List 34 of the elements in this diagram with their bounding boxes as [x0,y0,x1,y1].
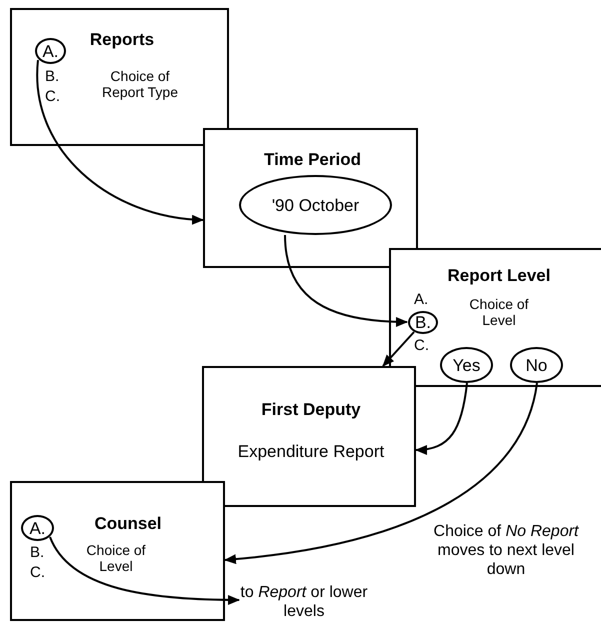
panel-box [389,248,601,387]
arrow [415,382,468,454]
arrow [36,60,204,224]
arrow [382,331,415,367]
panel-text: Choice of Report Type [100,68,179,100]
list-letter: A. [414,291,428,309]
option-oval: A. [35,38,66,64]
panel-title: First Deputy [260,400,362,420]
list-letter: C. [45,88,60,106]
arrow [284,234,408,327]
panel-box [202,366,416,507]
panel-box [10,8,229,146]
list-letter: C. [30,564,45,582]
option-oval: A. [21,515,54,541]
arrow [49,536,240,605]
panel-box [203,128,418,268]
option-oval: No [510,347,563,383]
panel-text: Expenditure Report [236,442,386,462]
panel-text: Choice of Level [468,296,530,328]
panel-box [10,481,225,621]
panel-title: Reports [88,30,156,50]
list-letter: C. [414,337,429,355]
option-oval: '90 October [239,175,392,235]
option-oval: B. [408,311,438,334]
panel-title: Report Level [446,266,552,286]
note-text: to Report or lower levels [239,583,369,623]
arrow [224,382,538,564]
panel-title: Counsel [93,514,163,534]
list-letter: B. [45,68,60,86]
option-oval: Yes [440,347,493,383]
list-letter: B. [30,544,44,562]
note-text: Choice of No Report moves to next level down [432,522,580,580]
panel-title: Time Period [263,150,362,170]
panel-text: Choice of Level [85,542,147,574]
